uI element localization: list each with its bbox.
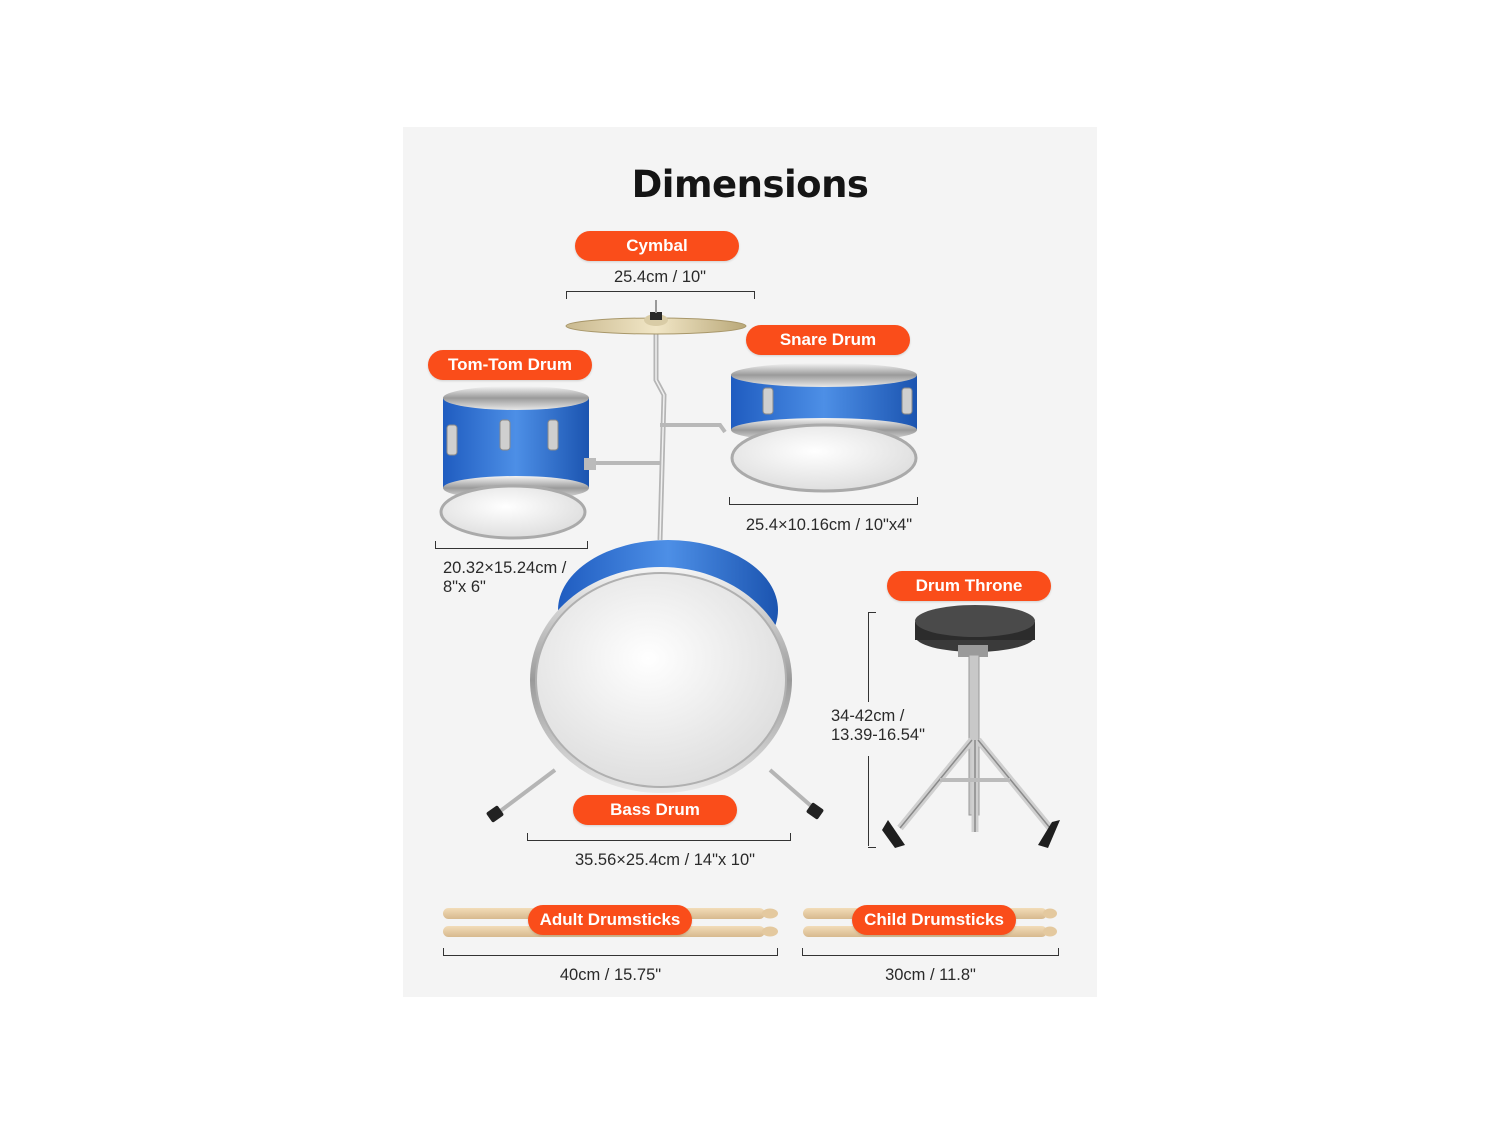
adult-drumsticks-label: Adult Drumsticks [528,905,692,935]
adult-drumsticks-dimension: 40cm / 15.75" [559,966,662,984]
snare-drum-bracket [729,497,918,505]
bass-drum-dimension: 35.56×25.4cm / 14"x 10" [574,851,756,869]
child-drumsticks-label: Child Drumsticks [852,905,1016,935]
bass-drum-icon [486,540,824,823]
bass-drum-label: Bass Drum [573,795,737,825]
page-title: Dimensions [631,163,869,206]
adult-drumsticks-bracket [443,948,778,956]
drum-throne-dimension-line2: 13.39-16.54" [831,726,925,744]
snare-drum-icon [730,363,918,493]
bass-drum-bracket [527,833,791,841]
child-drumsticks-bracket [802,948,1059,956]
snare-drum-label: Snare Drum [746,325,910,355]
snare-drum-dimension: 25.4×10.16cm / 10"x4" [745,516,913,534]
drum-throne-bracket-bottom [868,756,869,846]
cymbal-icon [565,300,747,541]
drum-throne-bracket-frame [868,612,876,848]
drum-throne-bracket-top [868,612,869,702]
tom-tom-dimension-line2: 8"x 6" [443,578,486,596]
child-drumsticks-dimension: 30cm / 11.8" [885,966,976,984]
tom-tom-drum-bracket [435,541,588,549]
tom-tom-dimension-line1: 20.32×15.24cm / [443,559,567,577]
drum-throne-label: Drum Throne [887,571,1051,601]
drum-throne-icon [882,605,1060,848]
drum-throne-dimension-line1: 34-42cm / [831,707,905,725]
cymbal-label: Cymbal [575,231,739,261]
tom-tom-drum-label: Tom-Tom Drum [428,350,592,380]
dimensions-panel [403,127,1097,997]
cymbal-dimension: 25.4cm / 10" [613,268,707,286]
tom-tom-drum-icon [439,386,596,540]
cymbal-bracket [566,291,755,299]
